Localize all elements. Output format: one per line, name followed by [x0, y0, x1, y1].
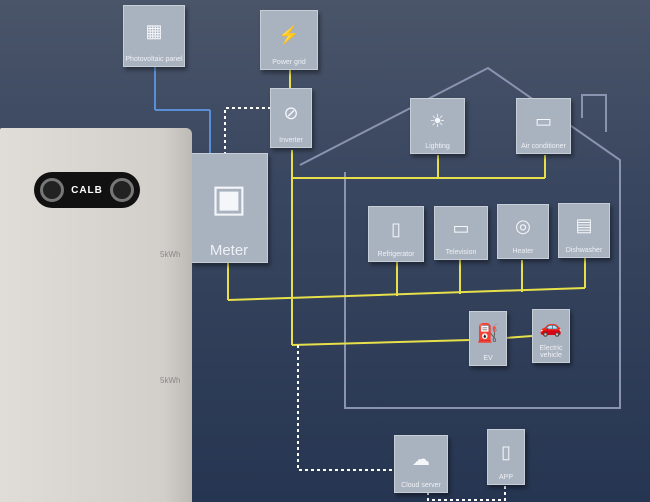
tile-electric-vehicle: 🚗 Electric vehicle	[532, 309, 570, 363]
tile-meter: ▣ Meter	[190, 153, 268, 263]
tile-cloud-server: ☁ Cloud server	[394, 435, 448, 493]
battery-control-panel: CALB	[34, 172, 140, 208]
tile-label: Inverter	[279, 137, 303, 144]
tile-label: Electric vehicle	[539, 345, 563, 359]
dishwasher-icon: ▤	[575, 215, 593, 235]
solar-panel-icon: ▦	[145, 20, 163, 41]
tile-ev-charger: ⛽ EV	[469, 311, 507, 366]
tile-label: Meter	[209, 242, 249, 259]
tile-lighting: ☀ Lighting	[410, 98, 465, 154]
tile-label: Dishwasher	[565, 247, 603, 254]
phone-icon: ▯	[501, 441, 511, 462]
module-capacity-label: 5kWh	[160, 250, 181, 259]
inverter-icon: ⊘	[283, 102, 299, 123]
tile-heater: ◎ Heater	[497, 204, 549, 259]
module-capacity-label: 5kWh	[160, 376, 181, 385]
charger-icon: ⛽	[476, 323, 500, 343]
tile-power-grid: ⚡ Power grid	[260, 10, 318, 70]
tile-label: APP	[498, 474, 513, 481]
tile-label: Photovoltaic panel	[125, 56, 183, 63]
tile-air-conditioner: ▭ Air conditioner	[516, 98, 571, 154]
lamp-icon: ☀	[429, 110, 446, 131]
meter-icon: ▣	[211, 177, 247, 220]
tile-inverter: ⊘ Inverter	[270, 88, 312, 148]
house-outline	[299, 66, 621, 409]
tile-label: Refrigerator	[377, 251, 415, 258]
heater-icon: ◎	[515, 216, 531, 236]
power-button[interactable]	[40, 178, 64, 202]
tile-photovoltaic: ▦ Photovoltaic panel	[123, 5, 185, 67]
tv-icon: ▭	[452, 217, 470, 238]
tile-label: EV	[483, 355, 493, 362]
tile-label: Lighting	[425, 143, 450, 150]
tile-refrigerator: ▯ Refrigerator	[368, 206, 424, 262]
air-conditioner-icon: ▭	[534, 110, 552, 131]
tile-label: Heater	[512, 248, 534, 255]
tile-label: Power grid	[272, 59, 306, 66]
tile-label: Air conditioner	[521, 143, 566, 150]
tile-app: ▯ APP	[487, 429, 525, 485]
refrigerator-icon: ▯	[391, 218, 401, 239]
car-icon: 🚗	[539, 317, 563, 337]
start-button[interactable]	[110, 178, 134, 202]
tile-label: Cloud server	[401, 482, 441, 489]
brand-logo: CALB	[71, 184, 103, 196]
tile-television: ▭ Television	[434, 206, 488, 260]
cloud-icon: ☁	[412, 448, 430, 469]
chimney	[581, 94, 607, 132]
tile-dishwasher: ▤ Dishwasher	[558, 203, 610, 258]
power-tower-icon: ⚡	[277, 24, 301, 45]
tile-label: Television	[445, 249, 477, 256]
